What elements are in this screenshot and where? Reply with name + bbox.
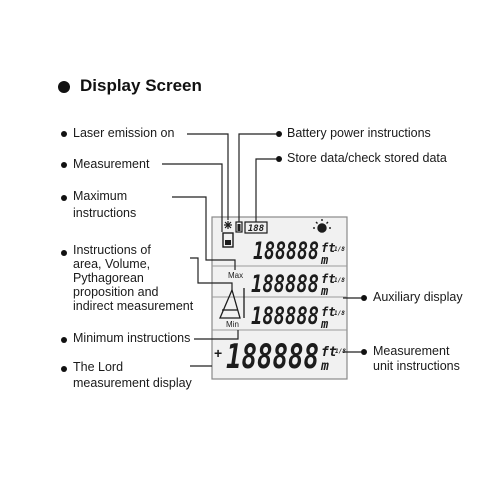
label-maximum-line-1: Maximum xyxy=(73,189,128,203)
bullet xyxy=(61,337,67,343)
leader-area xyxy=(190,257,233,290)
lcd-main-digits: 188888 xyxy=(226,337,319,377)
bullet xyxy=(361,349,367,355)
label-unit-line-1: Measurement xyxy=(373,344,450,358)
svg-text:m: m xyxy=(320,317,329,331)
bullet xyxy=(61,162,67,168)
leader-laser xyxy=(187,133,229,220)
unit-indicator-row-1: ft m 1/8 xyxy=(320,241,345,267)
label-area-line-2: area, Volume, xyxy=(73,257,151,271)
label-area-line-1: Instructions of xyxy=(73,243,151,257)
label-unit-line-2: unit instructions xyxy=(373,359,460,373)
bullet xyxy=(61,250,67,256)
bullet xyxy=(61,131,67,137)
memory-counter: 188 xyxy=(248,224,264,234)
label-lord-line-2: measurement display xyxy=(73,376,192,390)
svg-text:ft: ft xyxy=(321,305,335,319)
label-maximum-line-2: instructions xyxy=(73,206,137,220)
leader-lines xyxy=(162,133,361,367)
unit-indicator-row-2: ft m 1/8 xyxy=(320,272,345,298)
label-lord-line-1: The Lord xyxy=(73,360,124,374)
laser-icon xyxy=(224,221,232,229)
label-area-line-3: Pythagorean xyxy=(73,271,144,285)
pythagorean-triangle-icon xyxy=(219,288,245,319)
label-minimum: Minimum instructions xyxy=(73,331,191,345)
measure-mode-icon xyxy=(222,232,234,248)
label-auxiliary: Auxiliary display xyxy=(373,290,463,304)
bullet xyxy=(276,156,282,162)
svg-text:ft: ft xyxy=(321,241,335,255)
svg-text:ft: ft xyxy=(321,345,337,360)
leader-measurement xyxy=(162,163,223,232)
page-title: Display Screen xyxy=(80,76,202,95)
svg-text:1/8: 1/8 xyxy=(334,277,345,284)
leader-minimum xyxy=(194,330,239,340)
memory-counter-box: 188 xyxy=(244,221,268,234)
label-store-data: Store data/check stored data xyxy=(287,151,447,165)
label-measurement: Measurement xyxy=(73,157,150,171)
leader-store xyxy=(255,158,276,222)
svg-text:ft: ft xyxy=(321,272,335,286)
unit-indicator-main: ft m 1/8 xyxy=(320,345,346,374)
title-bullet xyxy=(58,81,70,93)
svg-text:1/8: 1/8 xyxy=(334,246,345,253)
bullet xyxy=(61,366,67,372)
leader-battery xyxy=(238,133,276,222)
lcd-digits-row-1: 188888 xyxy=(253,237,319,265)
backlight-sun-icon xyxy=(313,219,331,233)
svg-text:1/8: 1/8 xyxy=(335,348,346,355)
svg-text:m: m xyxy=(320,284,329,298)
lcd-digits-row-2: 188888 xyxy=(251,270,319,298)
svg-text:1/8: 1/8 xyxy=(334,310,345,317)
label-area-line-5: indirect measurement xyxy=(73,299,194,313)
svg-text:m: m xyxy=(320,253,329,267)
bullet xyxy=(276,131,282,137)
label-area-line-4: proposition and xyxy=(73,285,159,299)
svg-text:m: m xyxy=(320,359,329,374)
unit-indicator-row-3: ft m 1/8 xyxy=(320,305,345,331)
bullet xyxy=(361,295,367,301)
label-laser-emission: Laser emission on xyxy=(73,126,175,140)
bullet xyxy=(61,195,67,201)
max-tag: Max xyxy=(228,271,243,280)
leader-maximum xyxy=(172,196,236,270)
lcd-digits-row-3: 188888 xyxy=(251,302,319,330)
label-battery: Battery power instructions xyxy=(287,126,431,140)
plus-sign: + xyxy=(214,345,222,361)
min-tag: Min xyxy=(226,320,239,329)
